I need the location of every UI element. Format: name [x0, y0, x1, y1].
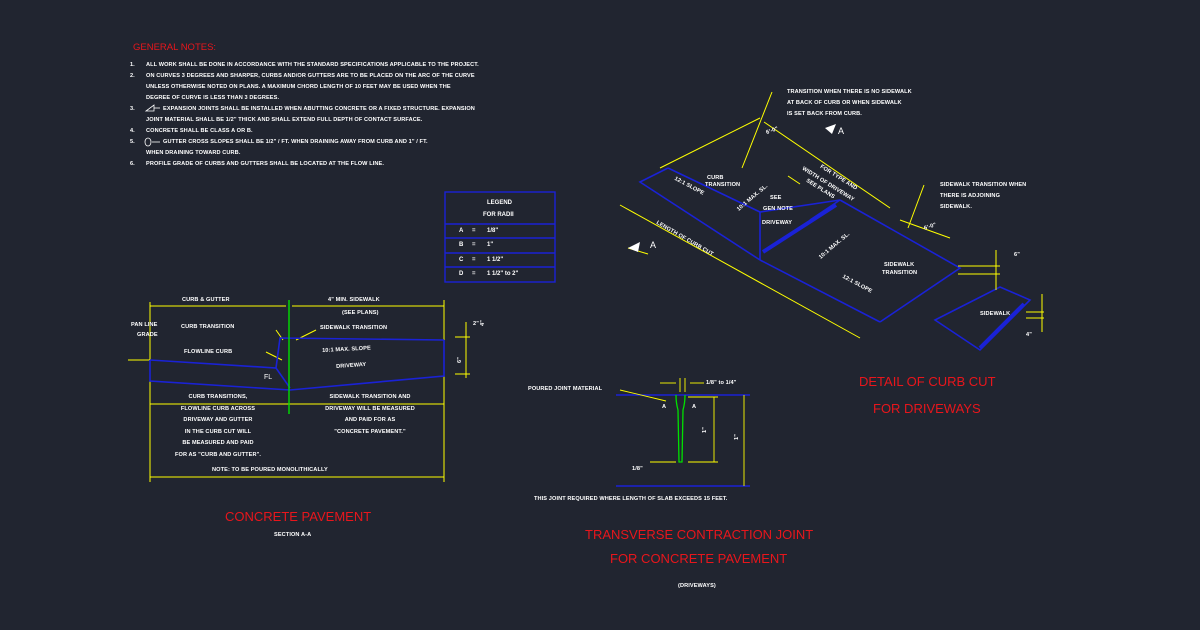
note-number: 1. [130, 62, 135, 68]
detail-title-line2: FOR DRIVEWAYS [873, 401, 981, 416]
label-min-sidewalk: 4" MIN. SIDEWALK [328, 297, 380, 303]
note-line: GUTTER CROSS SLOPES SHALL BE 1/2" / FT. … [163, 139, 428, 145]
legend-equals: = [472, 242, 476, 248]
legend-value: 1 1/2" to 2" [487, 271, 519, 277]
dim-2in: 2" [473, 321, 479, 327]
label-sidewalk-transition: SIDEWALK TRANSITION [320, 325, 388, 331]
detail-title-line1: DETAIL OF CURB CUT [859, 374, 996, 389]
note-number: 4. [130, 128, 135, 134]
note-line: JOINT MATERIAL SHALL BE 1/2" THICK AND S… [146, 117, 423, 123]
label-curb-gutter: CURB & GUTTER [182, 297, 230, 303]
legend-equals: = [472, 257, 476, 263]
legend-title: LEGEND [487, 200, 513, 206]
note-line: CONCRETE SHALL BE CLASS A OR B. [146, 128, 253, 134]
legend-table-frame [444, 191, 556, 283]
ellipse-symbol-icon [144, 137, 160, 147]
detail-transition-note-line: IS SET BACK FROM CURB. [787, 111, 862, 117]
section-right-note-line: "CONCRETE PAVEMENT." [334, 428, 406, 435]
dim-6in: 6" [456, 357, 463, 363]
section-right-note-line: AND PAID FOR AS [344, 417, 396, 423]
dim-detail-6in: 6" [1014, 252, 1020, 258]
note-line: DEGREE OF CURVE IS LESS THAN 3 DEGREES. [146, 95, 280, 101]
label-detail-a-top: A [838, 126, 845, 136]
section-left-note-line: DRIVEWAY AND GUTTER [183, 417, 253, 423]
label-curb: CURB [707, 175, 724, 181]
detail-sidewalk-note-line: SIDEWALK TRANSITION WHEN [940, 182, 1027, 188]
legend-subtitle: FOR RADII [483, 212, 514, 218]
dim-detail-4in: 4" [1026, 332, 1032, 338]
label-see: SEE [770, 195, 782, 201]
detail-transition-note-line: TRANSITION WHEN THERE IS NO SIDEWALK [787, 89, 912, 95]
note-line: PROFILE GRADE OF CURBS AND GUTTERS SHALL… [146, 161, 384, 167]
section-blue-outline [149, 337, 445, 391]
section-left-note-line: IN THE CURB CUT WILL [184, 428, 252, 435]
section-subtitle: SECTION A-A [274, 532, 312, 538]
label-joint-a-left: A [662, 404, 667, 410]
note-line: WHEN DRAINING TOWARD CURB. [146, 150, 241, 156]
legend-equals: = [472, 228, 476, 234]
note-number: 2. [130, 73, 135, 79]
detail-transition-note-line: AT BACK OF CURB OR WHEN SIDEWALK [787, 100, 902, 106]
label-curb-transition: CURB TRANSITION [181, 324, 235, 330]
label-sidewalk-upper: SIDEWALK [884, 262, 915, 268]
dim-joint-gap: 1/8" to 1/4" [706, 380, 737, 386]
note-line: UNLESS OTHERWISE NOTED ON PLANS. A MAXIM… [146, 84, 451, 90]
legend-value: 1 1/2" [487, 257, 504, 263]
label-flowline-curb: FLOWLINE CURB [184, 349, 233, 355]
section-bottom-note: NOTE: TO BE POURED MONOLITHICALLY [212, 467, 328, 473]
section-title: CONCRETE PAVEMENT [225, 509, 372, 524]
label-detail-a-bottom: A [650, 240, 657, 250]
label-grade: GRADE [137, 332, 158, 338]
label-sidewalk: SIDEWALK [980, 311, 1011, 317]
note-number: 6. [130, 161, 135, 167]
joint-title-line2: FOR CONCRETE PAVEMENT [610, 551, 788, 566]
section-left-note-line: BE MEASURED AND PAID [182, 440, 254, 446]
note-line: ON CURVES 3 DEGREES AND SHARPER, CURBS A… [146, 73, 475, 79]
detail-sidewalk-note-line: SIDEWALK. [940, 204, 972, 210]
dim-4in: 4" [479, 320, 486, 326]
label-transition: TRANSITION [705, 182, 741, 188]
label-sidewalk-transition-upper: TRANSITION [882, 270, 918, 276]
detail-yellow-dims [619, 91, 1044, 339]
joint-title-line1: TRANSVERSE CONTRACTION JOINT [585, 527, 814, 542]
detail-driveway-highlight [761, 203, 1026, 350]
section-right-note-line: DRIVEWAY WILL BE MEASURED [325, 405, 415, 412]
joint-note: THIS JOINT REQUIRED WHERE LENGTH OF SLAB… [534, 496, 728, 502]
general-notes-heading: GENERAL NOTES: [133, 42, 217, 53]
legend-value: 1" [487, 242, 494, 248]
label-see-plans: (SEE PLANS) [342, 310, 379, 316]
section-right-note-line: SIDEWALK TRANSITION AND [329, 394, 411, 400]
dim-joint-depth-right: 1" [733, 434, 740, 440]
legend-key: A [459, 228, 464, 234]
triangle-symbol-icon [144, 104, 160, 112]
label-gen-note: GEN NOTE [763, 206, 794, 212]
joint-drawing [616, 378, 750, 487]
dim-joint-bottom: 1/8" [632, 466, 643, 472]
note-line: EXPANSION JOINTS SHALL BE INSTALLED WHEN… [163, 106, 475, 112]
note-line: ALL WORK SHALL BE DONE IN ACCORDANCE WIT… [146, 62, 479, 68]
label-fl: FL [264, 374, 273, 381]
label-detail-driveway: DRIVEWAY [762, 220, 793, 226]
section-left-note-line: FOR AS "CURB AND GUTTER". [174, 451, 262, 458]
legend-equals: = [472, 271, 476, 277]
joint-subtitle: (DRIVEWAYS) [678, 583, 716, 589]
legend-key: C [459, 257, 464, 263]
section-arrow-a-icon [628, 124, 836, 252]
label-pan-line: PAN LINE [131, 322, 158, 328]
note-number: 5. [130, 139, 135, 145]
label-joint-a-right: A [692, 404, 697, 410]
section-left-note-line: FLOWLINE CURB ACROSS [180, 405, 256, 412]
note-number: 3. [130, 106, 135, 112]
dim-joint-depth-left: 1" [701, 427, 708, 433]
section-yellow-dims [128, 300, 470, 482]
label-poured-joint: POURED JOINT MATERIAL [528, 386, 603, 392]
legend-key: B [459, 242, 464, 248]
legend-value: 1/8" [487, 228, 499, 234]
legend-key: D [459, 271, 464, 277]
section-left-note-line: CURB TRANSITIONS, [188, 394, 248, 400]
detail-sidewalk-note-line: THERE IS ADJOINING [940, 193, 1001, 199]
